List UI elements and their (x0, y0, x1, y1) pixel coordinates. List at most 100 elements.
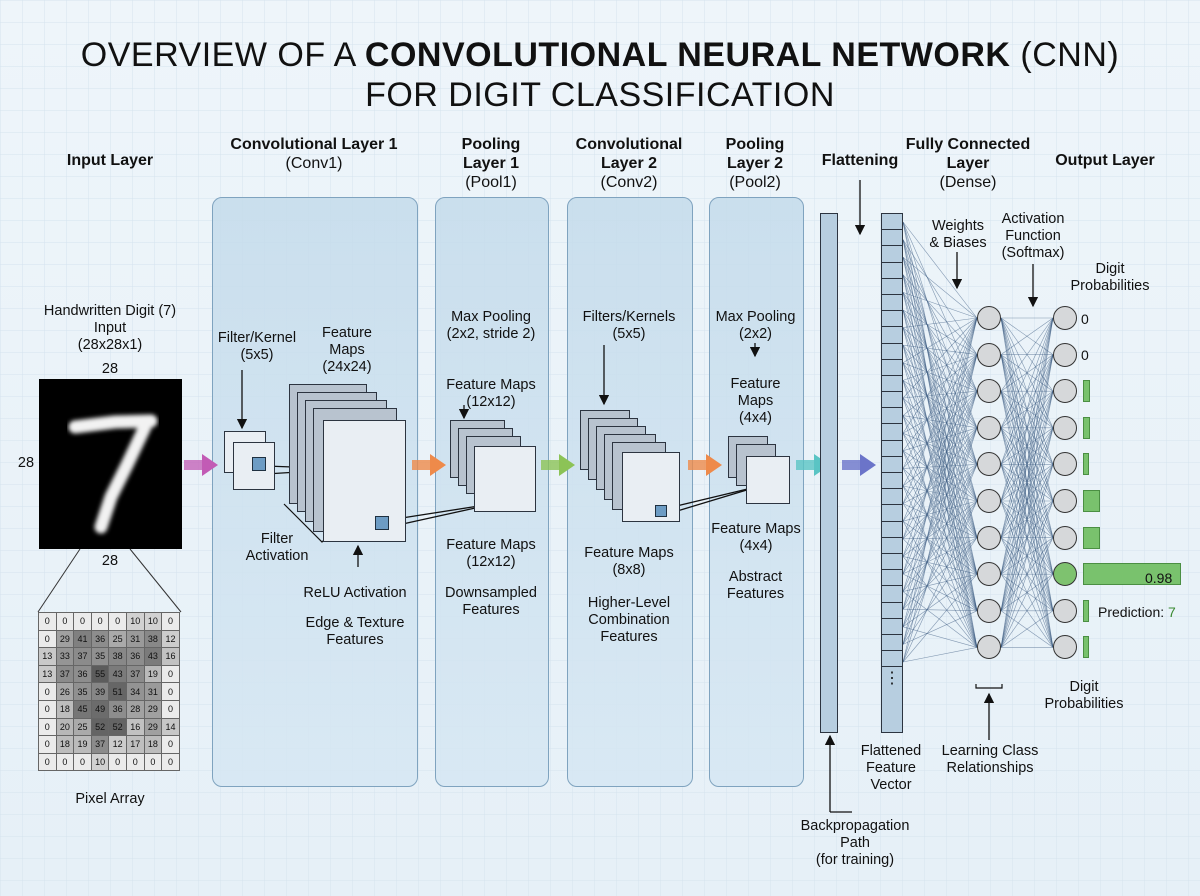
output-neuron (1053, 525, 1077, 550)
output-connection (1000, 391, 1054, 648)
input-dim-top: 28 (101, 361, 119, 377)
weight-connection (902, 464, 978, 610)
pixel-cell: 37 (90, 735, 110, 754)
vector-cell (882, 246, 902, 263)
vector-cell (882, 441, 902, 457)
header-input-layer: Input Layer (66, 152, 154, 169)
weight-connection (902, 556, 978, 648)
pixel-cell: 16 (161, 647, 180, 666)
pool2-maps-bottom-label: Feature Maps(4x4) (711, 521, 801, 554)
weight-connection (902, 239, 978, 502)
weight-connection (902, 468, 978, 611)
weight-connection (902, 500, 978, 663)
pool1-map-front (474, 446, 536, 512)
vector-cell (882, 263, 902, 279)
weight-connection (902, 274, 978, 355)
weight-connection (902, 274, 978, 502)
probability-bar (1083, 599, 1089, 622)
input-dim-bottom: 28 (101, 553, 119, 569)
output-connection (1000, 354, 1054, 648)
weight-connection (902, 468, 978, 538)
weight-connection (902, 257, 978, 392)
weight-connection (902, 427, 978, 522)
weight-connection (902, 500, 978, 592)
vector-cell (882, 344, 902, 360)
flattened-feature-vector (881, 213, 903, 733)
weight-connection (902, 317, 978, 328)
diagram-title-line-1: OVERVIEW OF A CONVOLUTIONAL NEURAL NETWO… (80, 36, 1120, 74)
weight-connection (902, 464, 978, 469)
pixel-cell: 19 (143, 664, 163, 684)
conv2-feature-arrow-1 (663, 483, 762, 510)
weight-connection (902, 538, 978, 612)
output-connection (1000, 610, 1054, 648)
weight-connection (902, 391, 978, 610)
conv2-feature-arrow-2 (663, 485, 761, 516)
weight-connection (902, 537, 978, 610)
pixel-cell: 34 (125, 682, 145, 701)
pixel-cell: 10 (90, 752, 110, 772)
vector-cell (882, 295, 902, 312)
weight-connection (902, 390, 978, 434)
weight-connection (902, 380, 978, 502)
weight-connection (902, 485, 978, 502)
weight-connection (902, 292, 978, 392)
weight-connection (902, 573, 978, 628)
weight-connection (902, 397, 978, 538)
vector-cell (882, 457, 902, 473)
weight-connection (902, 239, 978, 648)
pixel-cell: 37 (55, 664, 75, 684)
pixel-cell: 0 (161, 752, 180, 772)
output-neuron (1053, 489, 1077, 513)
pixel-cell: 31 (143, 682, 163, 701)
pixel-array-label: Pixel Array (75, 791, 145, 807)
vector-cell (882, 392, 902, 409)
pixel-cell: 0 (38, 735, 57, 754)
weight-connection (902, 626, 978, 648)
weight-connection (902, 354, 978, 416)
output-connection (1000, 500, 1054, 648)
vector-cell (882, 327, 902, 344)
weight-connection (902, 327, 978, 465)
dense-connections (902, 221, 1054, 663)
pixel-cell: 0 (73, 752, 92, 772)
vector-cell (882, 554, 902, 571)
probability-bar (1083, 526, 1100, 549)
pixel-cell: 43 (143, 647, 163, 666)
weight-connection (902, 221, 978, 611)
header-output-layer: Output Layer (1055, 152, 1155, 169)
pool2-map-front (746, 456, 790, 504)
pixel-cell: 52 (108, 717, 127, 737)
vector-cell (882, 230, 902, 247)
weight-connection (902, 345, 978, 502)
weight-connection (902, 500, 978, 627)
conv2-map-front (622, 452, 680, 522)
weight-connection (902, 503, 978, 538)
probability-bar (1083, 453, 1089, 476)
weight-connection (902, 257, 978, 538)
hidden-neuron (977, 452, 1001, 477)
pixel-cell: 18 (55, 699, 75, 719)
output-neuron (1053, 452, 1077, 477)
weight-connection (902, 415, 978, 648)
vector-cell (882, 360, 902, 376)
weight-connection (902, 292, 978, 465)
output-neuron (1053, 306, 1077, 330)
zoom-line-right (129, 548, 182, 613)
hidden-neuron (977, 635, 1001, 660)
pool1-maps-label: Feature Maps(12x12) (446, 377, 536, 410)
pixel-cell: 43 (108, 664, 127, 684)
pixel-cell: 51 (108, 682, 127, 701)
pixel-cell: 26 (55, 682, 75, 701)
weight-connection (902, 221, 978, 538)
flow-arrow-pool1 (541, 454, 575, 476)
hidden-neuron (977, 342, 1001, 367)
weight-connection (902, 415, 978, 502)
weight-connection (902, 362, 978, 392)
output-connection (1000, 317, 1054, 538)
weight-connection (902, 317, 978, 610)
weight-connection (902, 354, 978, 487)
